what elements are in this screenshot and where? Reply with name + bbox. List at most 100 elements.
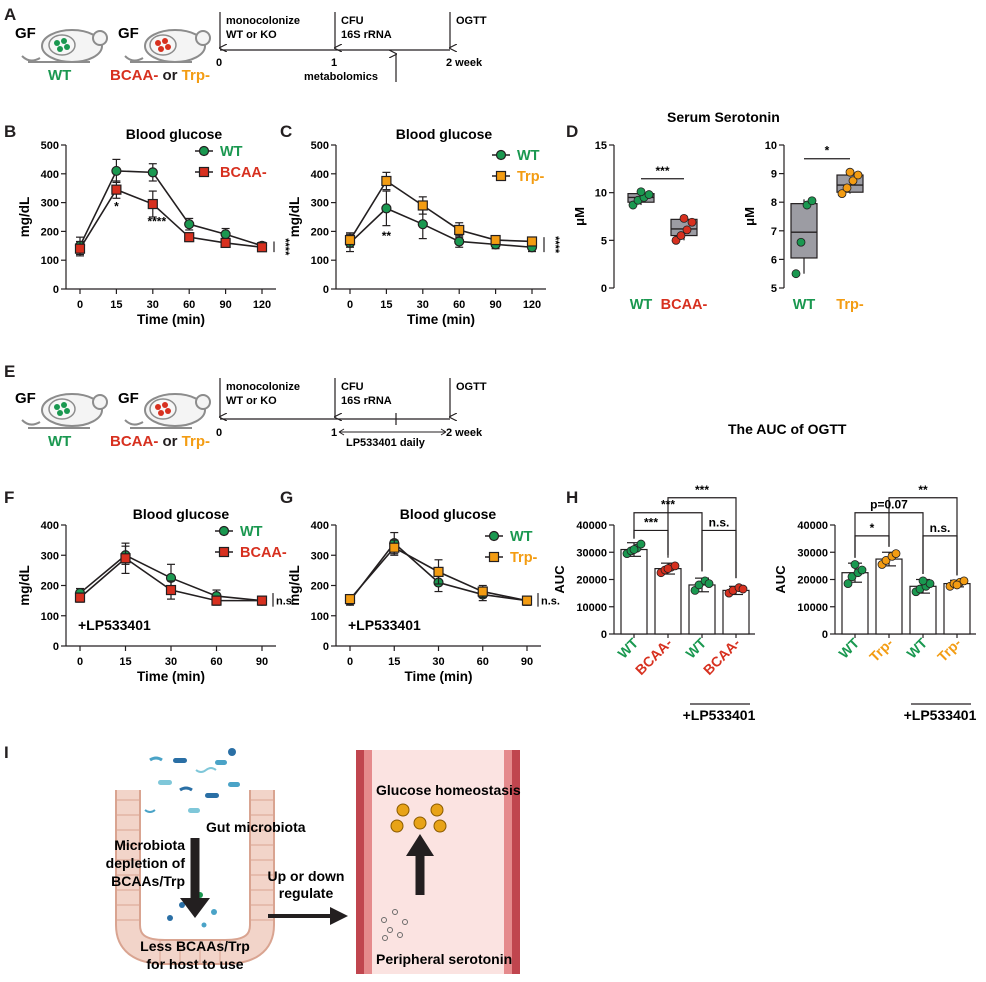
panel-h1-y-tick-label: 20000 <box>576 575 607 587</box>
panel-h2-y-tick-label: 20000 <box>797 575 828 587</box>
depletion-line-1: Microbiota <box>114 837 185 853</box>
less-bcaa-line-2: for host to use <box>146 956 243 972</box>
panel-b-y-tick-label: 200 <box>41 226 59 238</box>
panel-b-y-tick-label: 0 <box>53 284 59 296</box>
panel-d2-data-point <box>796 237 806 247</box>
panel-h1-bar-chart: 010000200003000040000AUCWTBCAA-WTBCAA-+L… <box>552 483 756 723</box>
panel-c-y-tick-label: 200 <box>311 226 329 238</box>
panel-h1-bar <box>620 548 648 635</box>
panel-h2-y-tick-label: 30000 <box>797 547 828 559</box>
panel-d1-y-tick-label: 15 <box>595 140 607 152</box>
panel-d1-data-point <box>676 231 686 240</box>
mouse-icon-ko-e <box>124 393 211 427</box>
glucose-homeostasis-label: Glucose homeostasis <box>376 782 521 798</box>
panel-h1-category-label: BCAA- <box>700 635 743 678</box>
panel-b-data-point <box>220 229 231 240</box>
panel-b-data-point <box>184 219 195 230</box>
panel-d2-y-tick-label: 9 <box>771 169 777 181</box>
panel-d2-y-tick-label: 8 <box>771 197 777 209</box>
panel-c-x-tick-label: 0 <box>347 299 353 311</box>
serotonin-dots <box>381 909 408 941</box>
panel-g-x-tick-label: 60 <box>477 656 489 668</box>
panel-f-y-tick-label: 0 <box>53 641 59 653</box>
panel-f-legend-label: WT <box>240 524 263 540</box>
panel-b-series-0: WT <box>74 144 268 256</box>
timeline-tick-2: 2 week <box>446 57 483 69</box>
panel-d2-category-label: WT <box>793 297 816 313</box>
timeline-e-event-cfu: CFU <box>341 381 364 393</box>
timeline-event-16s: 16S rRNA <box>341 29 392 41</box>
timeline-metabolomics: metabolomics <box>304 71 378 83</box>
panel-f-y-tick-label: 300 <box>41 550 59 562</box>
panel-label-i: I <box>4 743 9 762</box>
panel-g-title: Blood glucose <box>400 506 497 522</box>
panel-c-x-axis-label: Time (min) <box>407 312 475 327</box>
panel-b-data-point <box>220 237 231 249</box>
panel-label-b: B <box>4 122 16 141</box>
panel-h1-sig-label: *** <box>695 483 709 497</box>
panel-c-x-tick-label: 120 <box>523 299 541 311</box>
panel-h1-sig-bracket <box>701 529 737 579</box>
panel-h2-sig-label: n.s. <box>930 521 951 535</box>
panel-h1-data-point <box>663 564 673 573</box>
panel-b-series-line <box>79 170 263 247</box>
panel-b-y-axis-label: mg/dL <box>17 197 32 238</box>
panel-h2-category-label: Trp- <box>866 635 896 665</box>
panel-d2-y-tick-label: 10 <box>765 140 777 152</box>
panel-d1-y-tick-label: 0 <box>601 283 607 295</box>
panel-h1-group-label: +LP533401 <box>683 707 756 723</box>
panel-b-x-tick-label: 0 <box>77 299 83 311</box>
panel-f-data-point <box>120 553 131 564</box>
panel-g-legend-label: Trp- <box>510 550 538 566</box>
timeline-a: monocolonize WT or KO CFU 16S rRNA OGTT … <box>216 12 487 83</box>
panel-g-data-point <box>344 594 356 605</box>
panel-b-sig-label: **** <box>279 238 291 256</box>
panel-h1-data-point <box>636 539 646 549</box>
panel-h2-data-point <box>918 576 928 586</box>
panel-label-g: G <box>280 488 293 507</box>
panel-label-c: C <box>280 122 292 141</box>
panel-d2-data-point <box>791 269 801 279</box>
panel-f-data-point <box>165 584 177 596</box>
panel-h2-sig-label: * <box>870 521 875 535</box>
panel-h2-data-point <box>881 556 891 565</box>
panel-h1-y-tick-label: 30000 <box>576 547 607 559</box>
panel-f-y-tick-label: 400 <box>41 520 59 532</box>
timeline-event-wt-ko: WT or KO <box>226 29 277 41</box>
panel-f-x-tick-label: 30 <box>165 656 177 668</box>
timeline-tick-1: 1 <box>331 57 337 69</box>
panel-h1-category-label: BCAA- <box>632 635 675 678</box>
panel-f-legend-marker <box>218 546 230 558</box>
panel-h1-data-point <box>738 584 748 594</box>
panel-d2-box <box>790 203 818 259</box>
panel-h2-y-tick-label: 10000 <box>797 602 828 614</box>
panel-c-data-point <box>454 224 465 236</box>
panel-c-y-tick-label: 100 <box>311 255 329 267</box>
panel-c-series-line <box>349 179 533 243</box>
panel-label-a: A <box>4 5 16 24</box>
panel-d2-sig-label: * <box>825 144 830 158</box>
panel-f-x-axis-label: Time (min) <box>137 669 205 684</box>
mouse-icon-wt-e <box>21 393 108 427</box>
timeline-event-monocolonize: monocolonize <box>226 15 300 27</box>
panel-c-data-point <box>454 236 465 247</box>
panel-c-legend-marker <box>495 149 507 161</box>
panel-d2-data-point <box>853 170 863 180</box>
panel-d1-data-point <box>679 214 689 223</box>
panel-b-y-tick-label: 300 <box>41 198 59 210</box>
panel-d1-category-label: BCAA- <box>661 297 708 313</box>
panel-f-y-tick-label: 100 <box>41 611 59 623</box>
panel-b-legend-marker <box>198 166 210 178</box>
panel-d2-data-point <box>807 196 817 206</box>
panel-f-x-tick-label: 0 <box>77 656 83 668</box>
panel-g-sig-label: n.s. <box>541 596 560 608</box>
panel-g-y-tick-label: 100 <box>311 611 329 623</box>
panel-b-series-line <box>79 188 263 250</box>
panel-f-series-1: BCAA- <box>74 542 287 606</box>
panel-d2-y-axis-label: μM <box>742 207 757 226</box>
panel-h1-sig-label: *** <box>644 515 658 529</box>
